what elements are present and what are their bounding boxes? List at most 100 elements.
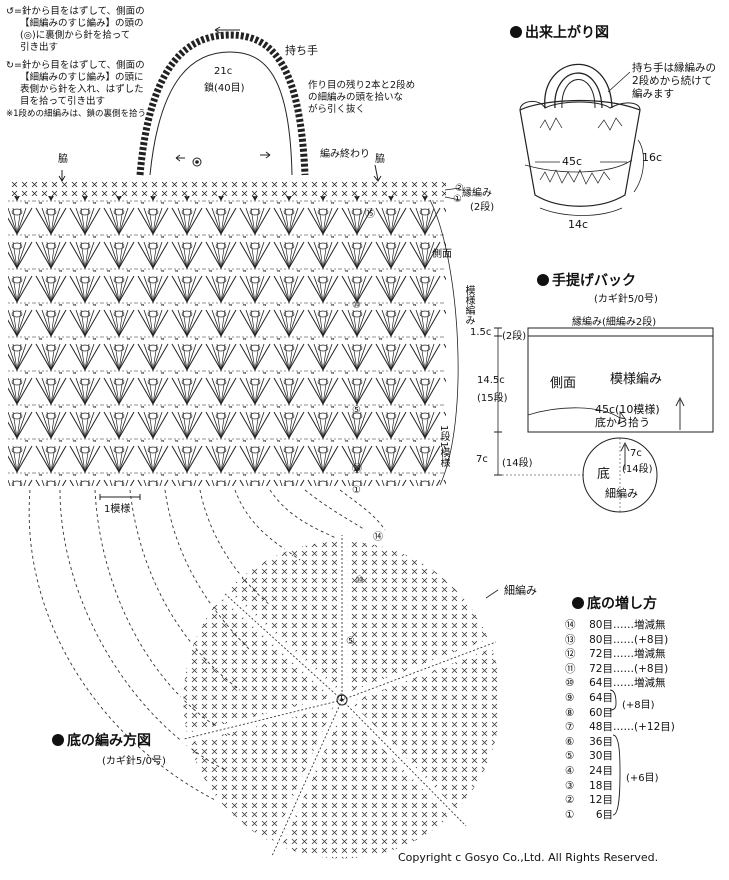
increase-row-note: (+8目): [634, 662, 669, 675]
increase-group-6: (+6目): [626, 773, 659, 784]
bag-h1: 1.5c: [470, 327, 492, 338]
bullet-icon: [52, 734, 64, 746]
finished-title: 出来上がり図: [510, 22, 609, 42]
finished-bottom: 14c: [568, 218, 589, 231]
row-mark: ⑳: [352, 464, 362, 475]
row-mark: ①: [453, 194, 462, 205]
increase-row: ⑧ 60目: [565, 705, 613, 720]
leader-dots: ……: [613, 677, 634, 690]
increase-row-no: ⑭: [565, 619, 576, 631]
bottom-stitch-label: 細編み: [504, 584, 537, 597]
increase-row-no: ⑧: [565, 706, 575, 719]
pattern-vertical-label: 模様編み: [463, 285, 474, 325]
bag-h3: 7c: [476, 454, 488, 465]
increase-row-no: ⑩: [565, 677, 575, 690]
increase-row-no: ③: [565, 779, 575, 792]
finished-width: 45c: [562, 155, 583, 168]
increase-row-note: 増減無: [634, 648, 666, 661]
finished-note: 持ち手は縁編みの 2段めから続けて 編みます: [632, 62, 716, 101]
increase-row-no: ⑬: [565, 633, 576, 646]
bag-h3-rows: (14段): [502, 458, 533, 469]
increase-row-no: ⑫: [565, 648, 576, 661]
increase-row-no: ⑨: [565, 692, 575, 704]
bag-width: 45c(10模様): [595, 403, 660, 416]
one-row-label: 1段1模様: [438, 425, 449, 468]
increase-row-count: 60目: [589, 706, 613, 719]
increase-row-no: ⑤: [565, 750, 575, 763]
increase-row-count: 64目: [589, 692, 613, 704]
bag-h1-rows: (2段): [502, 331, 527, 342]
increase-row-note: 増減無: [634, 677, 666, 690]
leader-dots: ……: [613, 619, 634, 631]
bottom-chart-title: 底の編み方図: [52, 730, 151, 750]
increase-row-note: (+12目): [634, 721, 675, 734]
increase-bracket: [609, 689, 621, 816]
increase-row-count: 64目: [589, 677, 613, 690]
bottom-row-10: ⑩: [355, 575, 364, 586]
bottom-row-5: ⑤: [346, 636, 355, 647]
bag-bottom-rows: (14段): [622, 464, 653, 475]
finish-label: 編み終わり: [320, 149, 370, 160]
handle-chain: 鎖(40目): [204, 83, 245, 94]
row-mark: ⑮: [365, 209, 375, 220]
note-line: 目を拾って引き出す: [20, 96, 106, 107]
bag-bottom-size: 7c: [630, 448, 642, 459]
row-mark: ⑩: [352, 300, 361, 311]
side-edge-left: 脇: [58, 154, 68, 165]
handle-description: 作り目の残り2本と2段め の細編みの頭を拾いな がら引く抜く: [308, 80, 415, 116]
increase-row: ⑩ 64目……増減無: [565, 675, 666, 690]
side-pattern-chart: [8, 164, 461, 500]
bag-title: 手提げバック: [537, 270, 636, 290]
increase-title: 底の増し方: [572, 593, 657, 613]
bottom-row-1: ①: [337, 693, 346, 704]
border-rows: (2段): [470, 202, 495, 213]
handle-desc-line: の細編みの頭を拾いな: [308, 92, 404, 103]
handle-chart: [136, 26, 309, 176]
increase-row-no: ⑪: [565, 662, 576, 675]
handle-desc-line: がら引く抜く: [308, 104, 366, 115]
increase-row-count: 12目: [589, 794, 613, 807]
note-line: (◎)に裏側から針を拾って: [20, 30, 131, 41]
bottom-chart-title-text: 底の編み方図: [67, 733, 151, 749]
note-line: ↻=針から目をはずして、側面の: [6, 60, 145, 71]
bag-pattern: 模様編み: [610, 372, 663, 387]
bag-bottom-stitch: 細編み: [605, 487, 638, 500]
bag-side: 側面: [550, 376, 577, 391]
row-mark: ①: [352, 485, 361, 496]
bag-pick: 底から拾う: [595, 416, 650, 429]
note-line: 【細編みのすじ編み】の頭に: [20, 72, 144, 83]
increase-row-count: 36目: [589, 735, 613, 748]
leader-dots: ……: [613, 721, 634, 734]
one-pattern-label: 1模様: [104, 504, 131, 515]
finished-bag-drawing: [519, 63, 644, 216]
bag-schematic: [494, 327, 714, 513]
increase-row-count: 72目: [589, 648, 613, 661]
bullet-icon: [572, 597, 584, 609]
increase-row-no: ②: [565, 794, 575, 807]
increase-row-no: ①: [565, 808, 575, 821]
bottom-row-14: ⑭: [373, 532, 383, 543]
increase-row: ⑨ 64目: [565, 690, 613, 705]
increase-row-count: 80目: [589, 619, 613, 631]
copyright: Copyright c Gosyo Co.,Ltd. All Rights Re…: [398, 851, 659, 864]
finished-title-text: 出来上がり図: [525, 25, 609, 41]
bottom-chart: [178, 530, 504, 863]
bag-bottom: 底: [597, 467, 611, 482]
increase-row: ② 12目: [565, 792, 613, 807]
handle-size: 21c: [214, 66, 233, 77]
bullet-icon: [537, 274, 549, 286]
leader-dots: ……: [613, 633, 634, 646]
increase-row-count: 30目: [589, 750, 613, 763]
leader-dots: ……: [613, 662, 634, 675]
side-label: 側面: [432, 249, 452, 260]
handle-desc-line: 作り目の残り2本と2段め: [308, 80, 416, 91]
increase-row: ⑤ 30目: [565, 748, 613, 763]
bag-hook: (カギ針5/0号): [594, 294, 658, 305]
